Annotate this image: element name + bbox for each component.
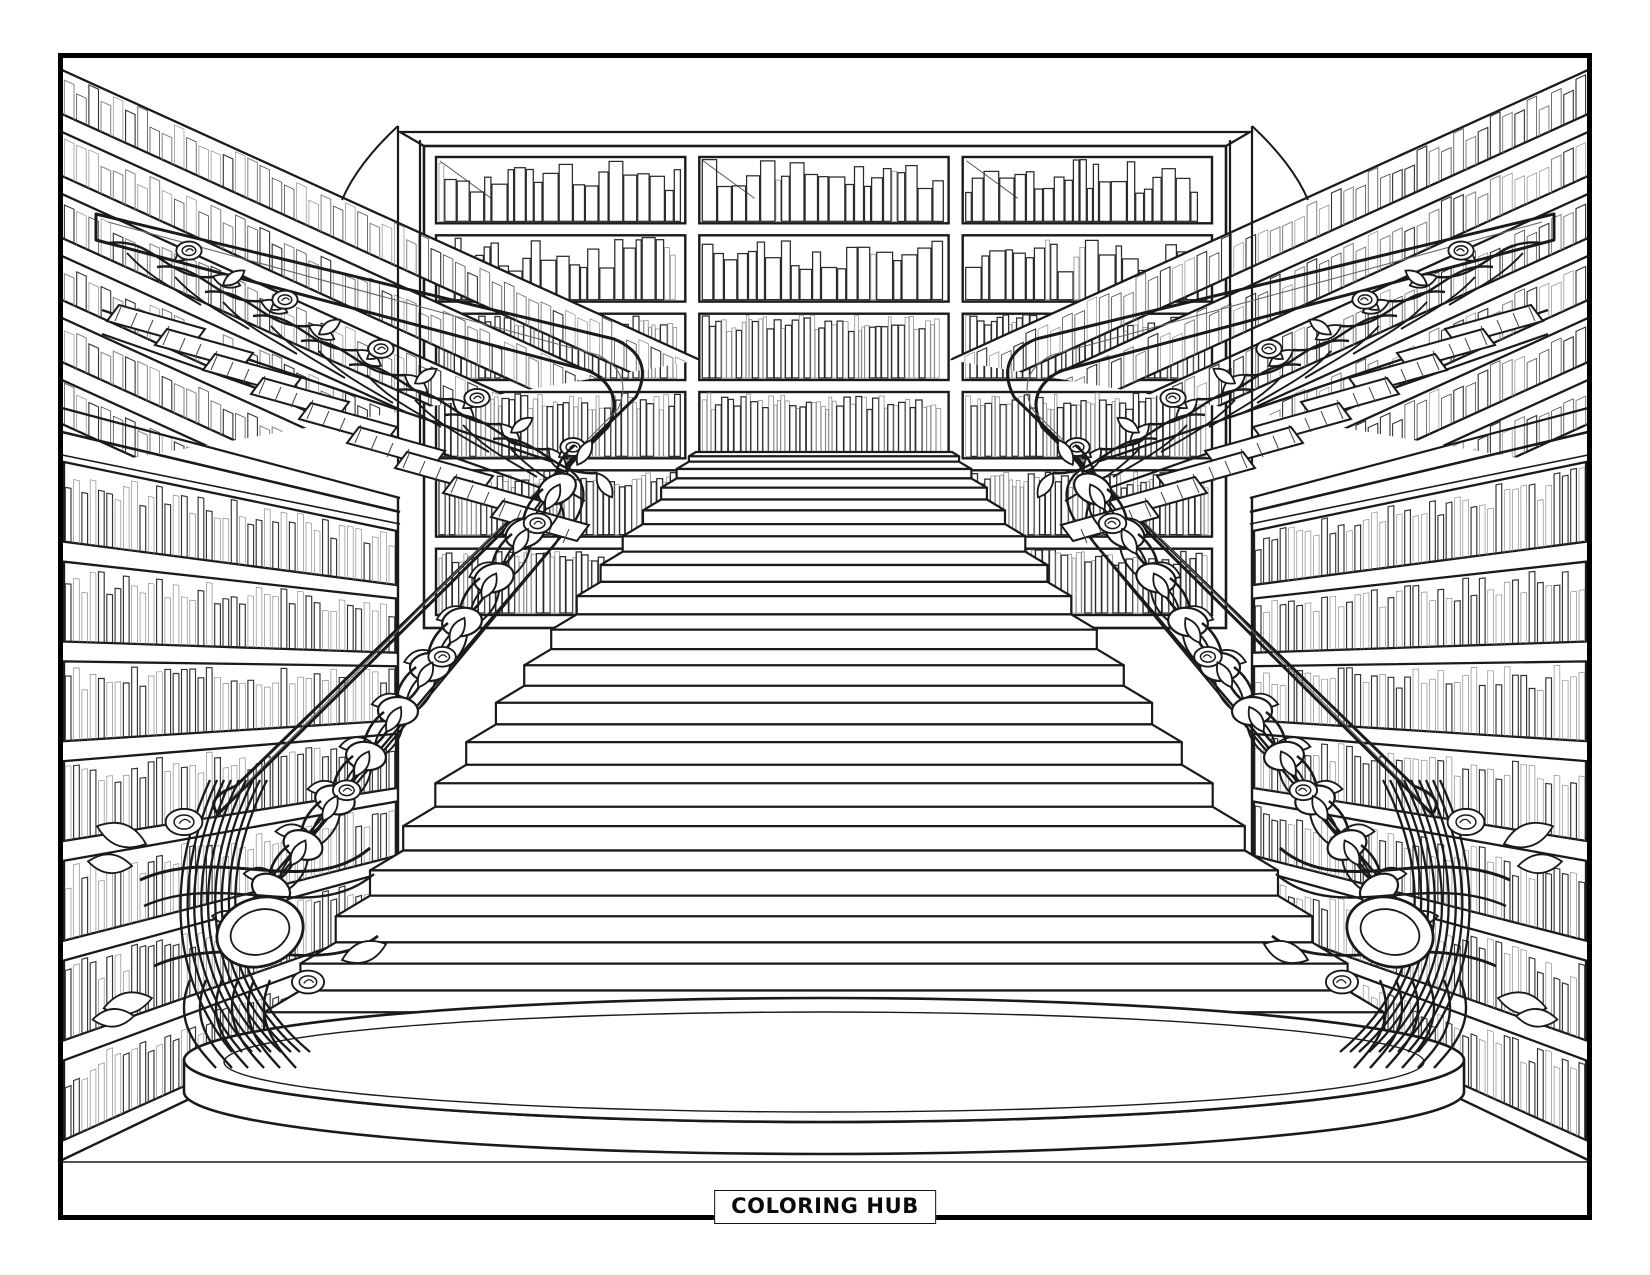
- oval-base-platform: [182, 996, 1466, 1156]
- central-staircase: [262, 450, 1386, 1042]
- left-newel-post: [86, 779, 388, 1069]
- brand-badge-label: COLORING HUB: [731, 1194, 919, 1218]
- left-banister: [86, 212, 644, 1069]
- right-newel-post: [1262, 779, 1564, 1069]
- brand-badge: COLORING HUB: [714, 1190, 936, 1224]
- right-banister: [1006, 212, 1564, 1069]
